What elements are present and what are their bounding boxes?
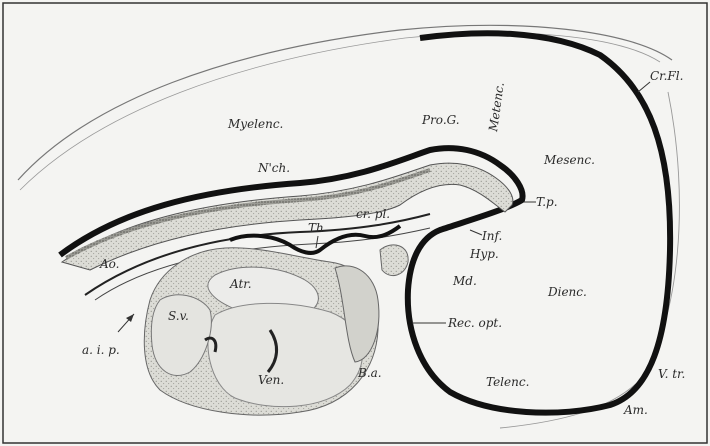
leader-inf bbox=[470, 230, 482, 235]
label-a-i-p: a. i. p. bbox=[82, 343, 120, 357]
label-am: Am. bbox=[623, 403, 648, 417]
label-nch: N'ch. bbox=[257, 161, 290, 175]
label-t-p: T.p. bbox=[536, 195, 558, 209]
label-cr-pl: cr. pl. bbox=[356, 207, 390, 221]
label-rec-opt: Rec. opt. bbox=[447, 316, 502, 330]
label-dienc: Dienc. bbox=[547, 285, 587, 299]
label-b-a: B.a. bbox=[357, 366, 382, 380]
label-pro-g: Pro.G. bbox=[421, 113, 460, 127]
label-v-tr: V. tr. bbox=[658, 367, 685, 381]
label-myelenc: Myelenc. bbox=[227, 117, 283, 131]
label-md: Md. bbox=[452, 274, 477, 288]
label-telenc: Telenc. bbox=[486, 375, 529, 389]
label-atr: Atr. bbox=[229, 277, 252, 291]
label-s-v: S.v. bbox=[168, 309, 189, 323]
label-mesenc: Mesenc. bbox=[543, 153, 595, 167]
mandible-bump bbox=[380, 245, 408, 276]
leader-cr-fl bbox=[638, 82, 650, 92]
label-th: Th bbox=[308, 221, 324, 235]
label-ven: Ven. bbox=[258, 373, 284, 387]
leader-th bbox=[316, 236, 318, 248]
a-i-p-arrow-head bbox=[126, 314, 134, 322]
label-hyp: Hyp. bbox=[469, 247, 499, 261]
label-metenc: Metenc. bbox=[486, 81, 507, 133]
label-ao: Ao. bbox=[99, 257, 120, 271]
label-cr-fl: Cr.Fl. bbox=[650, 69, 683, 83]
label-inf: Inf. bbox=[481, 229, 502, 243]
ventricle bbox=[208, 303, 363, 406]
